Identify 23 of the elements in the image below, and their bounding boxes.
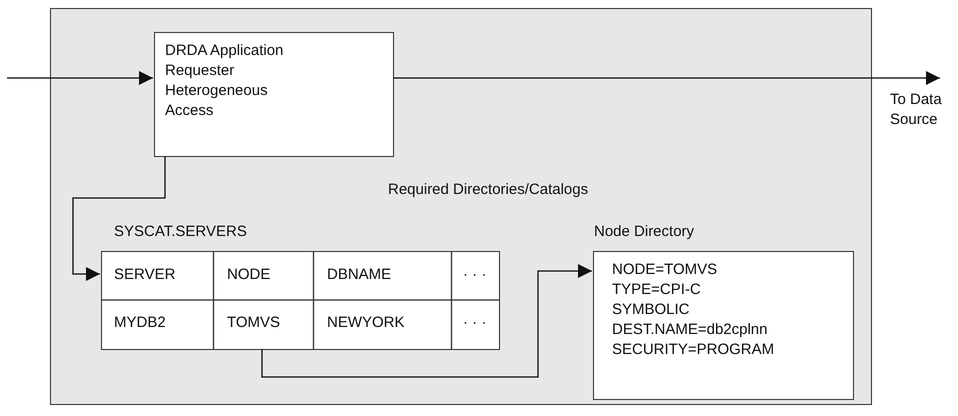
table-cell-text: SERVER: [114, 265, 176, 285]
table-cell-text: NODE: [227, 265, 270, 285]
arrow: [393, 71, 940, 85]
destination-text: To Data Source: [890, 90, 943, 130]
table-cell-text: NEWYORK: [327, 313, 405, 333]
table-cell-text: DBNAME: [327, 265, 392, 285]
directory-entry: TYPE=CPI-C: [612, 280, 702, 300]
panel-background: [50, 8, 872, 405]
table-cell-text: TOMVS: [227, 313, 280, 333]
directory-entry: SECURITY=PROGRAM: [612, 340, 776, 360]
directory-entry: SYMBOLIC DEST.NAME=db2cplnn: [612, 300, 768, 340]
section-label: Required Directories/Catalogs: [388, 180, 588, 200]
process-box: [154, 32, 394, 157]
directory-heading: Node Directory: [594, 222, 694, 242]
arrow: [7, 71, 153, 85]
table-cell-text: · · ·: [463, 313, 486, 333]
table-heading: SYSCAT.SERVERS: [114, 222, 247, 242]
table-cell-text: MYDB2: [114, 313, 166, 333]
arrow: [72, 156, 166, 281]
arrow: [261, 264, 592, 378]
table-cell-text: · · ·: [463, 265, 486, 285]
box-text: DRDA Application Requester Heterogeneous Access: [165, 41, 284, 121]
directory-entry: NODE=TOMVS: [612, 260, 718, 280]
